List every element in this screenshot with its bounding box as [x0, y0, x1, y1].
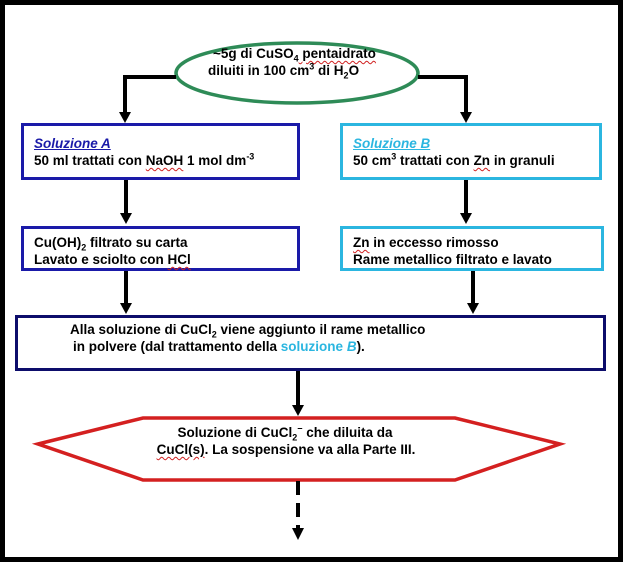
arrow-head-solution-a	[119, 112, 131, 123]
solution-a-line-mid: 1 mol dm	[183, 153, 247, 168]
merge-line-2-suffix: ).	[356, 339, 365, 354]
start-line-1: ~5g di CuSO4 pentaidrato	[176, 45, 420, 64]
merge-line-2: in polvere (dal trattamento della soluzi…	[70, 338, 603, 355]
final-node: Soluzione di CuCl2− che diluita da CuCl(…	[40, 424, 530, 458]
merge-line-1-sub: 2	[211, 329, 217, 340]
final-line-1-suffix: che diluita da	[302, 425, 393, 440]
arrow-head-merge-b	[467, 303, 479, 314]
merge-box: Alla soluzione di CuCl2 viene aggiunto i…	[15, 315, 606, 371]
solution-a-line-sup: -3	[246, 151, 255, 162]
arrow-head-solution-b	[460, 112, 472, 123]
final-reagent: CuCl(s)	[156, 442, 205, 457]
start-line-2-sub: 2	[343, 70, 349, 81]
arrow-head-merge-a	[120, 303, 132, 314]
arrow-head-final	[292, 405, 304, 416]
step-a-line-2-text: Lavato e sciolto con	[34, 252, 168, 267]
merge-highlight-text: soluzione	[280, 339, 347, 354]
merge-line-1-suffix: viene aggiunto il rame metallico	[216, 322, 426, 337]
arrow-to-solution-a	[123, 75, 176, 118]
start-line-1-suffix: pentaidrato	[298, 46, 376, 61]
merge-line-2-highlight: soluzione B	[281, 339, 357, 354]
solution-b-line-sup: 3	[391, 151, 397, 162]
start-line-1-text: ~5g di CuSO	[213, 46, 294, 61]
step-a-line-1-sub: 2	[81, 242, 87, 253]
final-line-1-sup: −	[297, 423, 303, 434]
solution-a-line-text: 50 ml trattati con	[34, 153, 146, 168]
final-line-1-text: Soluzione di CuCl	[177, 425, 293, 440]
solution-b-reagent: Zn	[473, 153, 491, 168]
step-b-line-1-suffix: in eccesso rimosso	[369, 235, 499, 250]
step-a-line-1-suffix: filtrato su carta	[86, 235, 188, 250]
start-node: ~5g di CuSO4 pentaidrato diluiti in 100 …	[176, 45, 420, 101]
start-line-2-mid: di H	[314, 63, 344, 78]
solution-b-line-text: 50 cm	[353, 153, 392, 168]
arrow-to-solution-b	[418, 75, 468, 118]
dashed-continuation-head	[292, 528, 304, 540]
solution-a-title: Soluzione A	[34, 136, 111, 151]
step-b-line-1: Zn in eccesso rimosso	[353, 234, 601, 251]
merge-line-1-text: Alla soluzione di CuCl	[70, 322, 212, 337]
merge-highlight-italic: B	[346, 339, 357, 354]
merge-line-2-text: in polvere (dal trattamento della	[73, 339, 281, 354]
merge-line-1: Alla soluzione di CuCl2 viene aggiunto i…	[70, 321, 603, 340]
solution-b-line-mid: trattati con	[396, 153, 474, 168]
step-a-line-1: Cu(OH)2 filtrato su carta	[34, 234, 297, 253]
final-line-1-sub: 2	[292, 432, 298, 443]
start-line-2-text: diluiti in 100 cm	[208, 63, 310, 78]
solution-b-line-suffix: in granuli	[490, 153, 555, 168]
final-line-2: CuCl(s). La sospensione va alla Parte II…	[40, 441, 530, 458]
start-line-1-sub: 4	[293, 53, 299, 64]
start-node-shape	[174, 41, 420, 105]
solution-b-title: Soluzione B	[353, 136, 431, 151]
solution-a-reagent: NaOH	[145, 153, 184, 168]
arrow-head-step-b	[460, 213, 472, 224]
final-node-shape	[31, 416, 567, 482]
step-a-box: Cu(OH)2 filtrato su carta Lavato e sciol…	[21, 226, 300, 271]
final-line-2-suffix: . La sospensione va alla Parte III.	[204, 442, 416, 457]
start-line-2-suffix: O	[348, 63, 360, 78]
solution-b-line: 50 cm3 trattati con Zn in granuli	[353, 152, 599, 169]
solution-a-box: Soluzione A 50 ml trattati con NaOH 1 mo…	[21, 123, 300, 180]
start-line-2-sup: 3	[309, 61, 315, 72]
start-line-2: diluiti in 100 cm3 di H2O	[176, 61, 420, 81]
step-a-reagent: HCl	[167, 252, 191, 267]
step-b-box: Zn in eccesso rimosso Rame metallico fil…	[340, 226, 604, 271]
solution-b-box: Soluzione B 50 cm3 trattati con Zn in gr…	[340, 123, 602, 180]
final-line-1: Soluzione di CuCl2− che diluita da	[40, 423, 530, 443]
arrow-head-step-a	[120, 213, 132, 224]
step-b-reagent: Zn	[353, 235, 370, 250]
step-b-line-2: Rame metallico filtrato e lavato	[353, 252, 552, 267]
step-a-line-1-text: Cu(OH)	[34, 235, 82, 250]
step-a-line-2: Lavato e sciolto con HCl	[34, 251, 297, 268]
solution-a-line: 50 ml trattati con NaOH 1 mol dm-3	[34, 152, 297, 169]
